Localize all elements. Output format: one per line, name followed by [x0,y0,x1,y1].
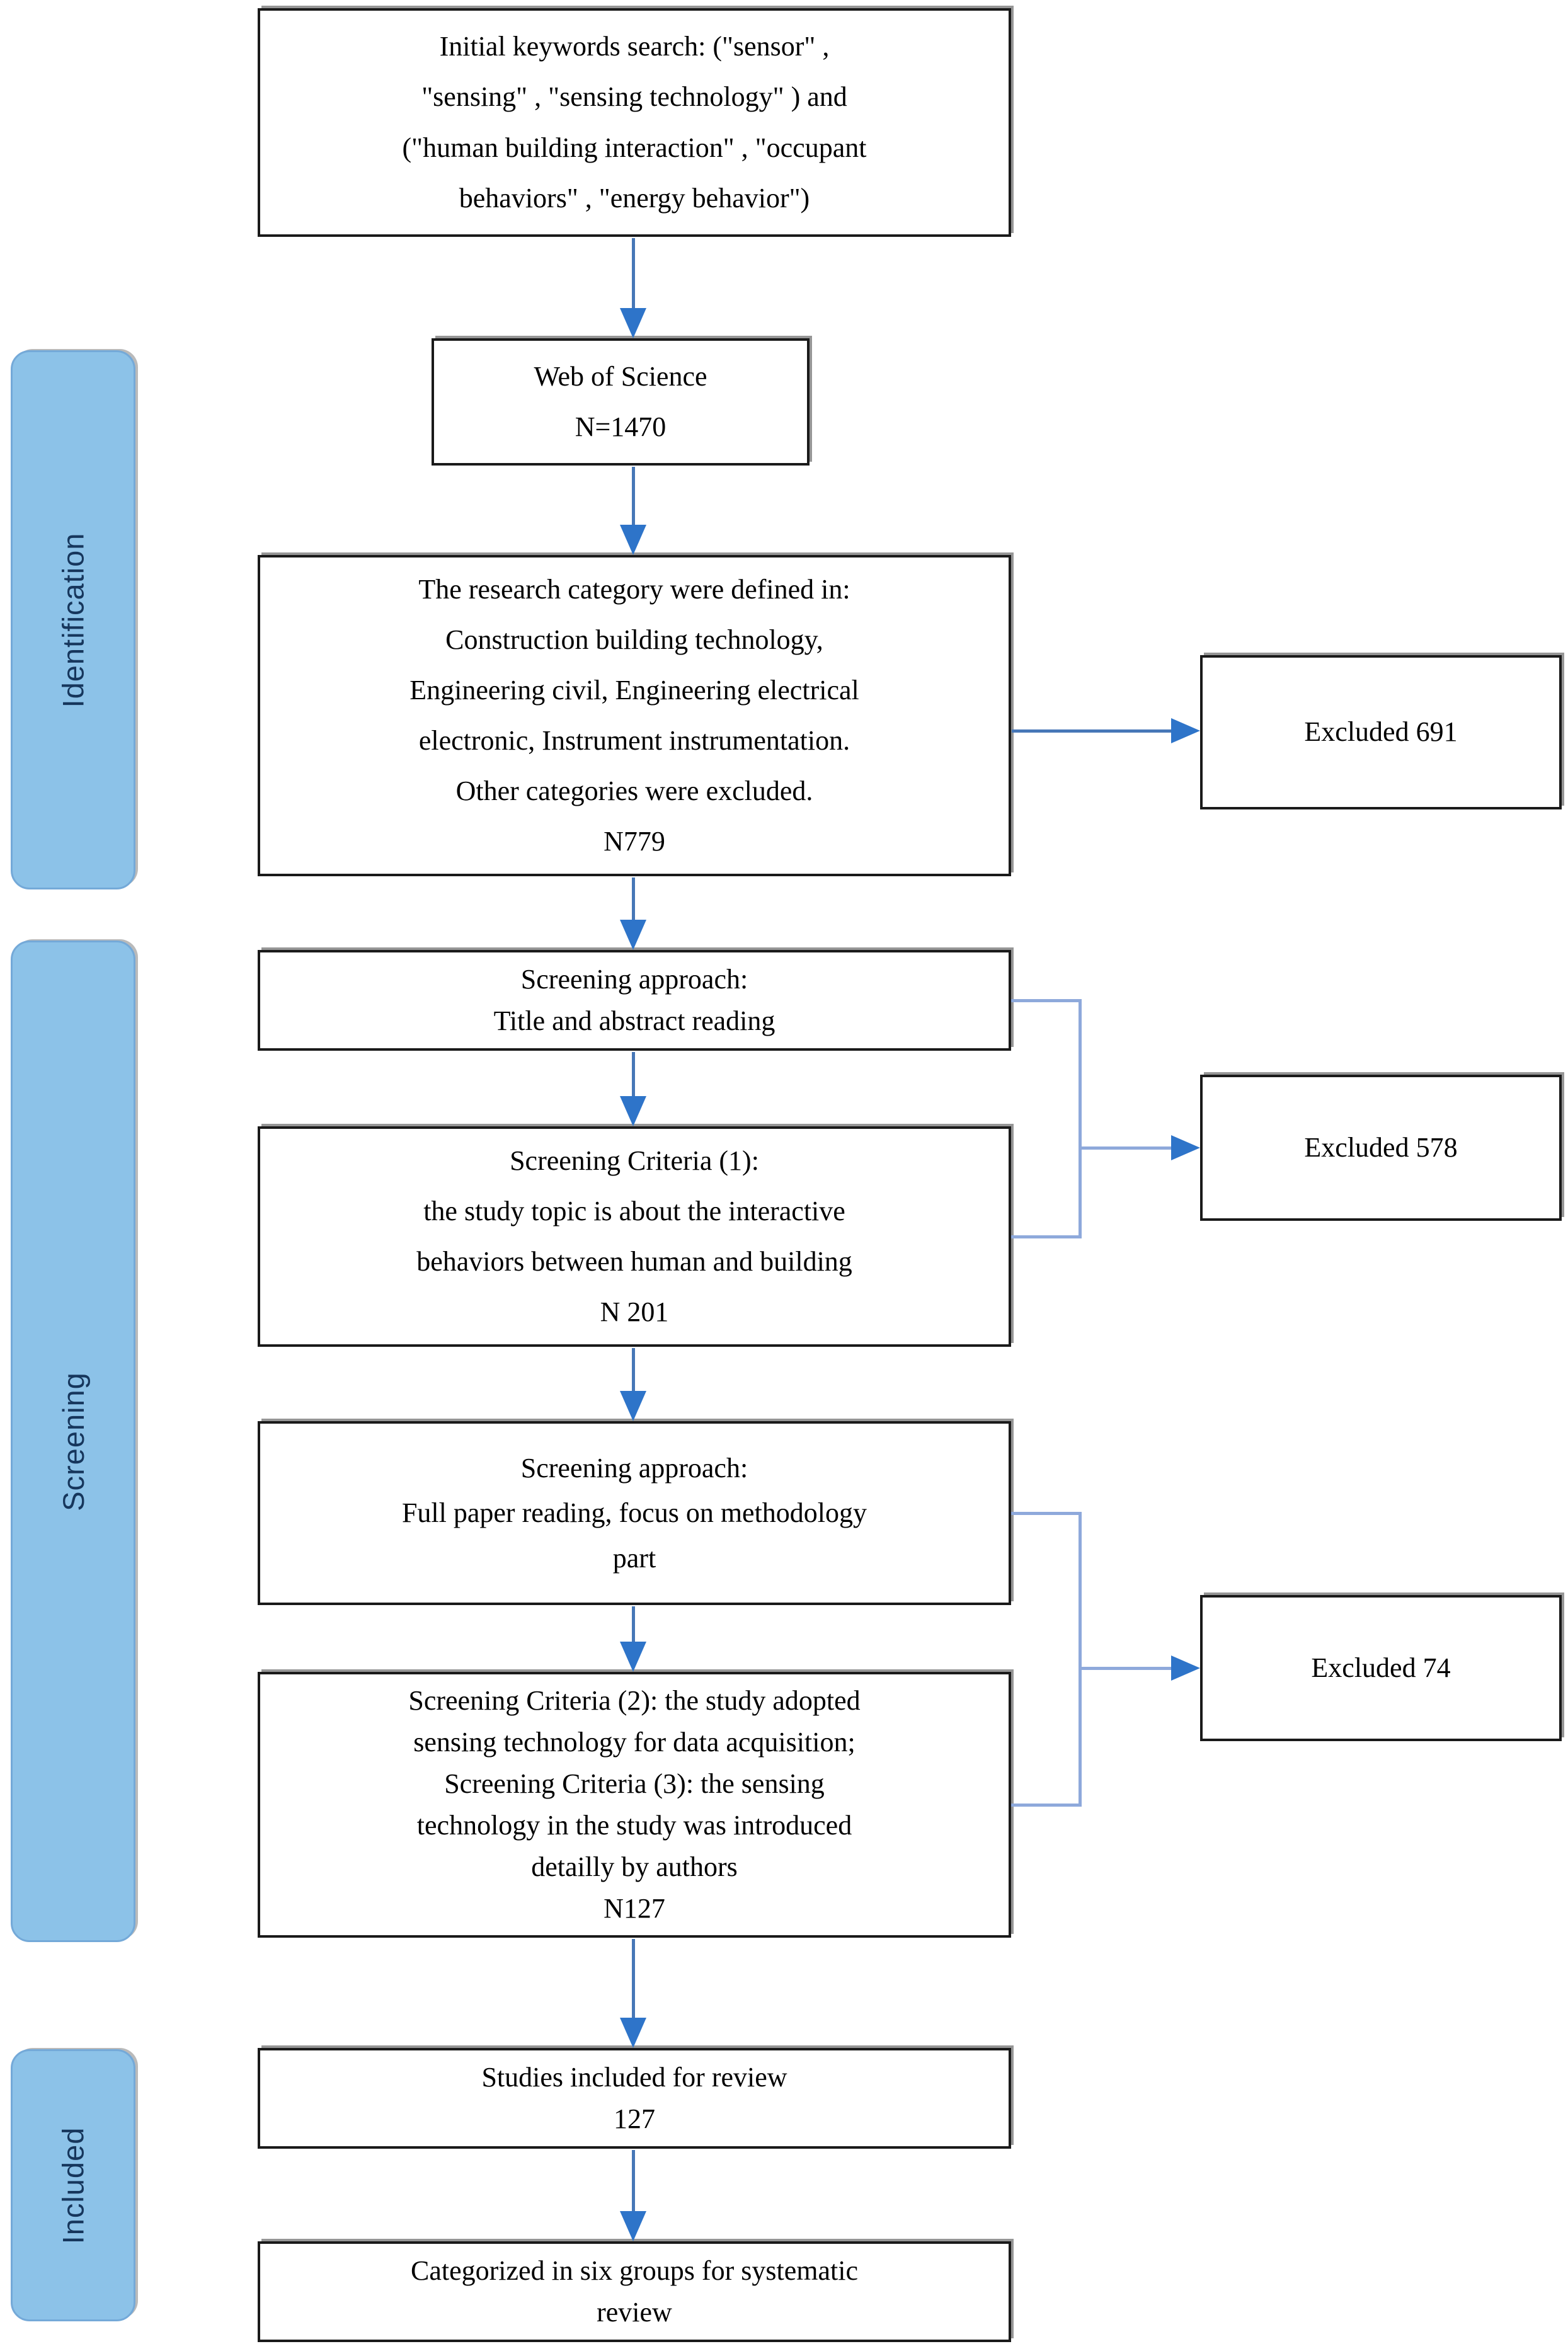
box-initial-keywords-text: Initial keywords search: ("sensor" , "se… [402,31,867,214]
arrow-down-icon [620,525,646,555]
arrow-initial-to-wos [618,238,648,338]
box-web-of-science: Web of Science N=1470 [432,338,810,466]
arrow-category-to-screening1 [618,878,648,950]
box-excluded-74: Excluded 74 [1200,1595,1562,1741]
connector-screening1-right [1011,999,1082,1002]
box-screening-approach-full-paper-text: Screening approach: Full paper reading, … [401,1453,867,1574]
arrow-down-icon [620,1391,646,1421]
box-studies-included-text: Studies included for review 127 [481,2062,787,2134]
arrow-down-icon [620,2211,646,2241]
box-studies-included: Studies included for review 127 [258,2048,1011,2149]
phase-band-screening: Screening [11,940,135,1942]
box-screening-criteria-2-3-text: Screening Criteria (2): the study adopte… [408,1685,861,1924]
arrow-right-icon [1171,1135,1200,1160]
box-research-category-text: The research category were defined in: C… [409,573,859,857]
arrow-down-icon [620,920,646,950]
arrow-down-icon [620,1096,646,1126]
box-screening-approach-full-paper: Screening approach: Full paper reading, … [258,1421,1011,1605]
arrow-category-to-excluded691 [1012,717,1200,745]
phase-label-screening: Screening [56,1371,90,1511]
arrow-included-to-categorized [618,2150,648,2241]
phase-band-included: Included [11,2049,135,2321]
arrow-to-excluded74 [1079,1654,1200,1682]
arrow-right-icon [1171,1655,1200,1681]
box-excluded-578: Excluded 578 [1200,1075,1562,1221]
box-screening-criteria-1-text: Screening Criteria (1): the study topic … [416,1145,852,1328]
box-excluded-74-text: Excluded 74 [1311,1652,1451,1683]
box-screening-approach-title-abstract: Screening approach: Title and abstract r… [258,950,1011,1051]
box-initial-keywords: Initial keywords search: ("sensor" , "se… [258,8,1011,237]
arrow-screening2-to-criteria23 [618,1606,648,1672]
arrow-down-icon [620,1642,646,1672]
box-screening-approach-title-abstract-text: Screening approach: Title and abstract r… [493,964,775,1036]
box-excluded-691: Excluded 691 [1200,655,1562,809]
arrow-criteria23-to-included [618,1939,648,2048]
arrow-criteria1-to-screening2 [618,1348,648,1421]
box-screening-criteria-1: Screening Criteria (1): the study topic … [258,1126,1011,1347]
connector-criteria1-right [1011,1235,1082,1238]
phase-label-included: Included [56,2127,90,2244]
arrow-right-icon [1171,718,1200,743]
arrow-screening1-to-criteria1 [618,1052,648,1126]
phase-label-identification: Identification [56,532,90,707]
box-web-of-science-text: Web of Science N=1470 [534,360,707,442]
arrow-down-icon [620,308,646,338]
box-categorized-six-groups-text: Categorized in six groups for systematic… [411,2255,858,2328]
arrow-wos-to-category [618,467,648,555]
arrow-to-excluded578 [1079,1134,1200,1162]
connector-screening2-right [1011,1512,1082,1515]
box-research-category: The research category were defined in: C… [258,555,1011,876]
phase-band-identification: Identification [11,350,135,889]
connector-vertical-74 [1079,1512,1082,1807]
connector-criteria23-right [1011,1804,1082,1807]
box-excluded-691-text: Excluded 691 [1304,716,1458,748]
box-screening-criteria-2-3: Screening Criteria (2): the study adopte… [258,1672,1011,1938]
box-categorized-six-groups: Categorized in six groups for systematic… [258,2241,1011,2342]
connector-vertical-578 [1079,999,1082,1238]
box-excluded-578-text: Excluded 578 [1304,1131,1458,1163]
arrow-down-icon [620,2018,646,2048]
